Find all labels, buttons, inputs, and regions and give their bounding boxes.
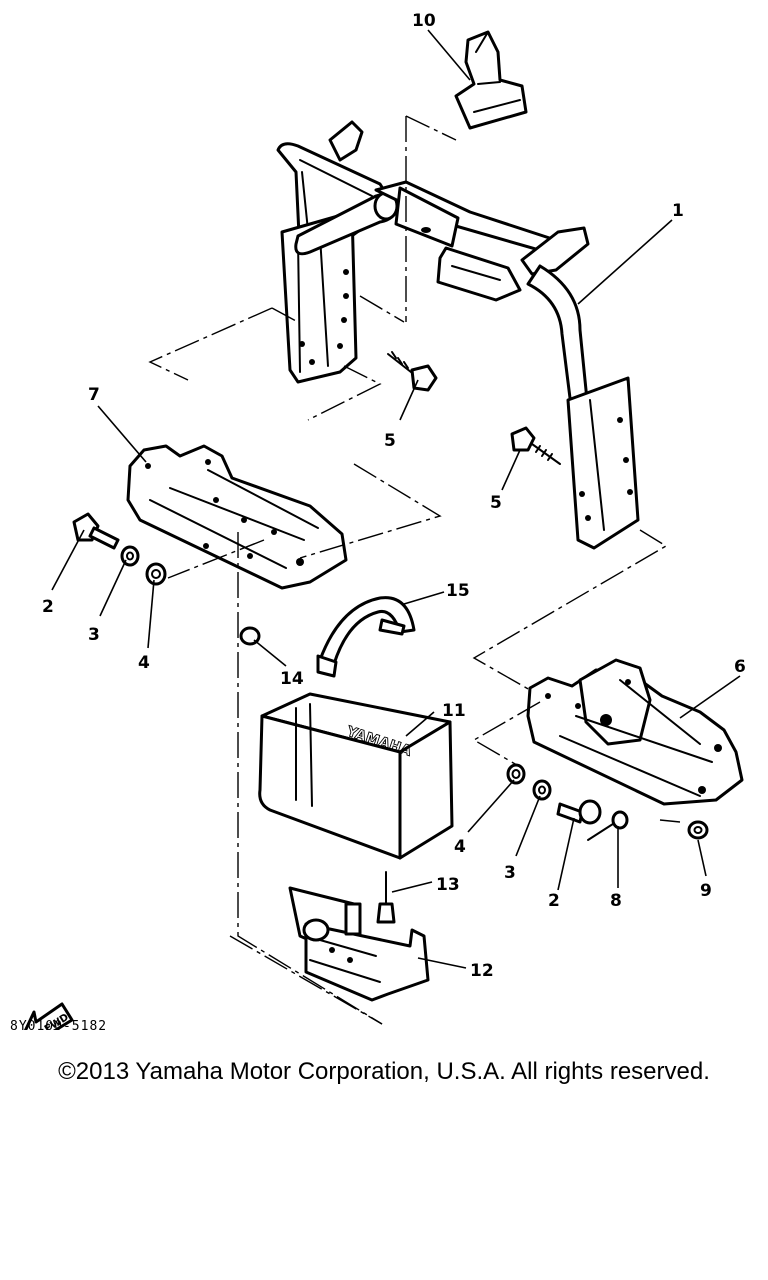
parts-diagram: YAMAHA [23, 11, 746, 1030]
leader-lines [51, 29, 741, 969]
callout-1: 1 [672, 201, 684, 221]
part-3-washer-right [532, 779, 552, 801]
callout-13: 13 [436, 875, 460, 895]
assembly-lines [148, 115, 681, 1025]
callout-15: 15 [446, 581, 470, 601]
part-7-left-base-plate [126, 444, 348, 590]
part-11-battery: YAMAHA [258, 692, 454, 860]
callout-4-left: 4 [138, 653, 150, 673]
callout-numbers: 10 1 5 5 7 2 3 4 14 15 11 6 4 3 2 8 9 13… [42, 11, 746, 981]
part-10-bracket-clip [454, 30, 528, 130]
copyright-notice: ©2013 Yamaha Motor Corporation, U.S.A. A… [58, 1058, 710, 1085]
part-9-nut [687, 820, 709, 840]
part-1-main-frame [276, 120, 640, 550]
callout-4-right: 4 [454, 837, 466, 857]
callout-10: 10 [412, 11, 436, 31]
callout-2-right: 2 [548, 891, 560, 911]
callout-11: 11 [442, 701, 466, 721]
part-6-right-base-plate [526, 658, 744, 806]
part-8-screw [587, 810, 629, 841]
callout-14: 14 [280, 669, 304, 689]
part-5-bolt-right [510, 426, 561, 465]
callout-2-left: 2 [42, 597, 54, 617]
fwd-arrow-icon: FWD [23, 1002, 74, 1030]
callout-8: 8 [610, 891, 622, 911]
drawing-code: 8Y0100-5182 [10, 1019, 108, 1034]
callout-12: 12 [470, 961, 494, 981]
part-3-washer-left [120, 545, 140, 567]
part-4-collar-left [145, 562, 167, 586]
callout-5-right: 5 [490, 493, 502, 513]
part-2-bolt-right [556, 799, 602, 825]
callout-7: 7 [88, 385, 100, 405]
part-5-bolt-left [387, 351, 438, 392]
part-2-bolt-left [72, 512, 120, 550]
part-13-pin [376, 871, 396, 924]
callout-6: 6 [734, 657, 746, 677]
callout-3-right: 3 [504, 863, 516, 883]
callout-3-left: 3 [88, 625, 100, 645]
callout-5-left: 5 [384, 431, 396, 451]
part-12-battery-holder [288, 886, 430, 1002]
callout-9: 9 [700, 881, 712, 901]
part-15-battery-strap [316, 596, 416, 678]
